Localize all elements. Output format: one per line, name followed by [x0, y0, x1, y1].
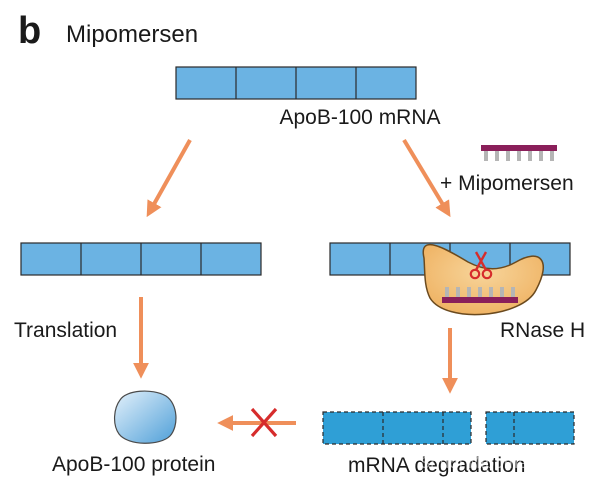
degradation-label: mRNA degradation: [348, 454, 525, 477]
x-cross-icon: [250, 407, 278, 438]
mrna-top: [175, 66, 417, 100]
mipomersen-oligo-icon: [481, 145, 557, 161]
protein-label: ApoB-100 protein: [52, 453, 215, 476]
plus-mipomersen-label: + Mipomersen: [440, 172, 574, 195]
panel-letter: b: [18, 10, 41, 52]
scissors-icon: [469, 251, 493, 280]
rnase-label: RNase H: [500, 319, 585, 342]
translation-label: Translation: [14, 319, 117, 342]
mrna-left: [20, 242, 262, 276]
degraded-mrna-left: [322, 411, 472, 445]
rnase-h-enzyme: [422, 243, 545, 316]
mrna-top-label: ApoB-100 mRNA: [279, 106, 440, 129]
degraded-mrna-right: [485, 411, 575, 445]
arrow-to-rnase: [402, 138, 451, 218]
arrow-to-translation: [146, 139, 192, 218]
panel-title: Mipomersen: [66, 21, 198, 48]
apob-protein-blob: [114, 390, 177, 444]
watermark: Shudi Mipomersen药药: [421, 454, 590, 472]
